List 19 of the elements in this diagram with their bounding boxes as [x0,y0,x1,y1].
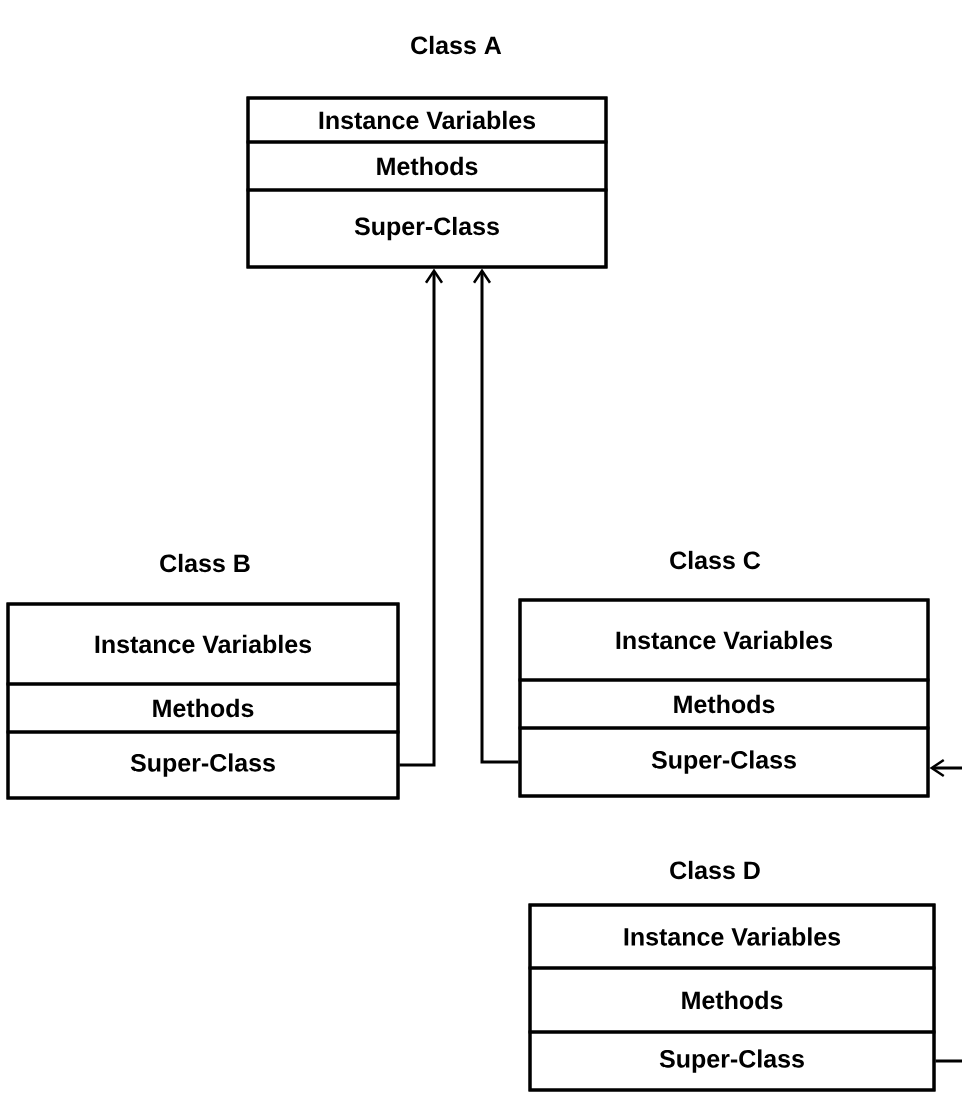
class-row: Methods [6,682,400,734]
class-row: Methods [246,140,608,192]
arrow [472,268,519,764]
class-row: Instance Variables [6,602,400,686]
class-row: Super-Class [518,726,930,798]
class-row: Super-Class [6,730,400,800]
class-title: Class C [670,550,761,570]
arrow [929,758,962,778]
class-row: Super-Class [246,188,608,269]
class-title: Class D [670,860,760,880]
class-row: Instance Variables [246,96,608,144]
class-row: Methods [528,966,936,1034]
class-row: Super-Class [528,1030,936,1092]
class-title: Class B [160,553,250,573]
arrow [399,268,444,767]
class-row: Instance Variables [518,598,930,682]
class-row: Methods [518,678,930,730]
class-title: Class A [411,35,502,55]
class-row: Instance Variables [528,903,936,970]
